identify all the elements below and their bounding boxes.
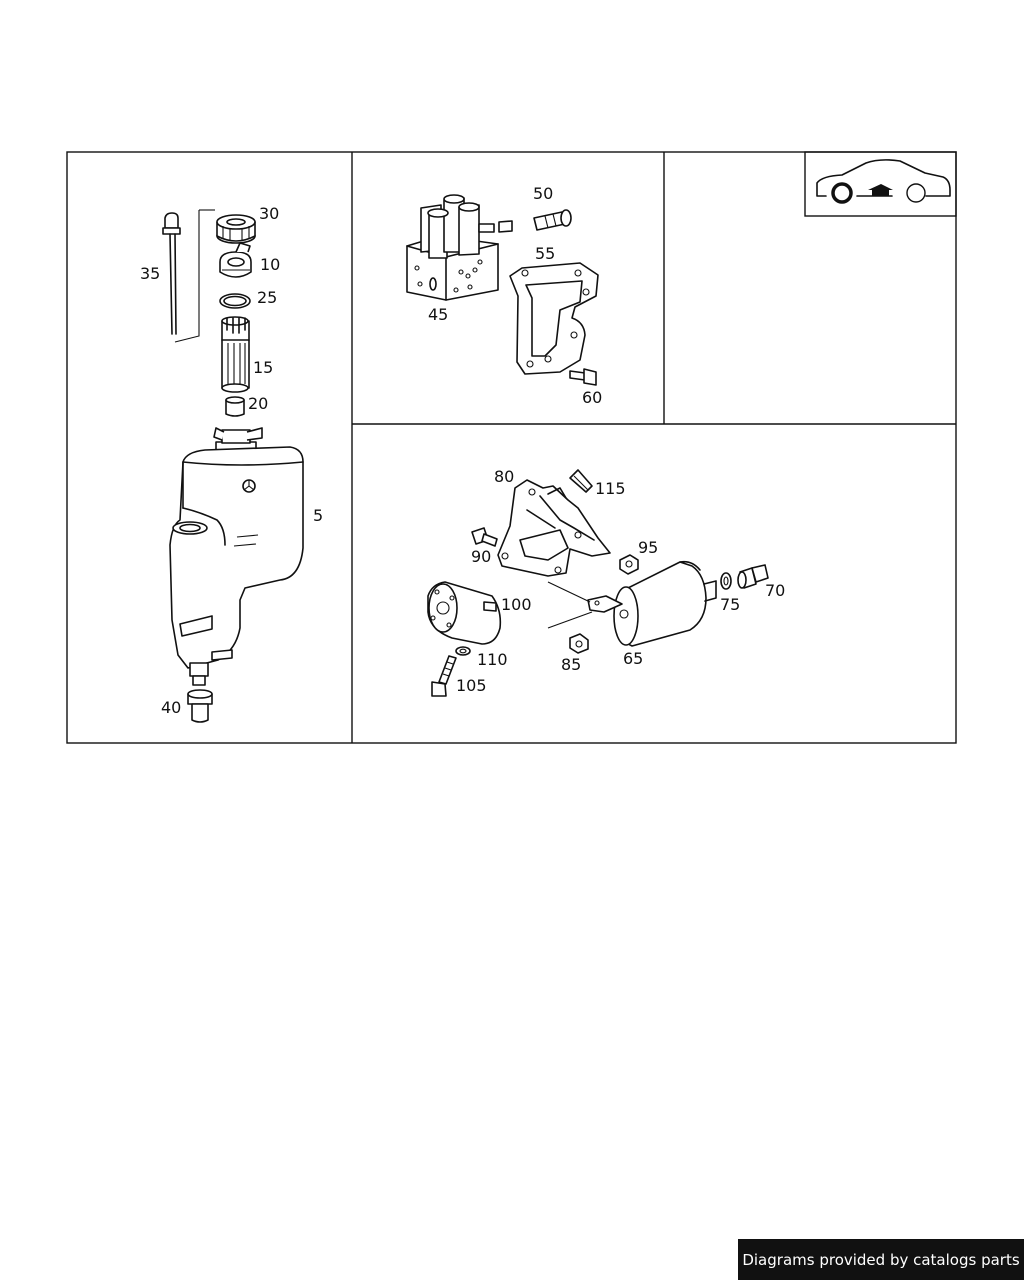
part-labels: 5 10 15 20 25 30 35 40 45 50 55 60 65 70… <box>140 184 785 717</box>
label-115: 115 <box>595 479 626 498</box>
label-90: 90 <box>471 547 491 566</box>
part-30-cap <box>216 214 256 244</box>
label-50: 50 <box>533 184 553 203</box>
part-35-dipstick <box>162 209 215 343</box>
label-15: 15 <box>253 358 273 377</box>
part-90-bolt <box>471 527 498 547</box>
label-85: 85 <box>561 655 581 674</box>
part-20-sleeve <box>225 396 245 417</box>
part-75-washer <box>720 572 732 590</box>
label-100: 100 <box>501 595 532 614</box>
car-front-axle-icon <box>804 151 957 217</box>
part-45-valve-block <box>406 194 499 301</box>
label-45: 45 <box>428 305 448 324</box>
label-65: 65 <box>623 649 643 668</box>
label-60: 60 <box>582 388 602 407</box>
part-50-connector <box>498 209 572 233</box>
label-70: 70 <box>765 581 785 600</box>
label-110: 110 <box>477 650 508 669</box>
label-5: 5 <box>313 506 323 525</box>
credit-banner[interactable]: Diagrams provided by catalogs parts <box>738 1239 1024 1280</box>
diagram-frames <box>66 151 957 744</box>
part-65-accumulator <box>547 560 717 647</box>
part-10-valve <box>219 242 252 278</box>
part-80-bracket <box>497 479 611 577</box>
part-115-clip <box>569 469 593 493</box>
label-30: 30 <box>259 204 279 223</box>
label-20: 20 <box>248 394 268 413</box>
part-25-o-ring <box>219 293 251 309</box>
label-95: 95 <box>638 538 658 557</box>
part-95-nut <box>619 554 639 575</box>
label-10: 10 <box>260 255 280 274</box>
part-60-bolt <box>569 368 597 386</box>
label-40: 40 <box>161 698 181 717</box>
part-70-fitting <box>737 564 769 589</box>
part-40-outlet <box>187 689 213 723</box>
part-100-damper <box>427 581 502 645</box>
part-110-washer <box>455 646 471 656</box>
part-105-bolt <box>431 655 457 697</box>
part-85-nut <box>569 633 589 654</box>
label-80: 80 <box>494 467 514 486</box>
part-5-reservoir <box>169 427 304 686</box>
label-55: 55 <box>535 244 555 263</box>
label-25: 25 <box>257 288 277 307</box>
label-35: 35 <box>140 264 160 283</box>
label-105: 105 <box>456 676 487 695</box>
part-15-filter <box>221 316 250 393</box>
label-75: 75 <box>720 595 740 614</box>
part-55-bracket <box>509 262 599 375</box>
